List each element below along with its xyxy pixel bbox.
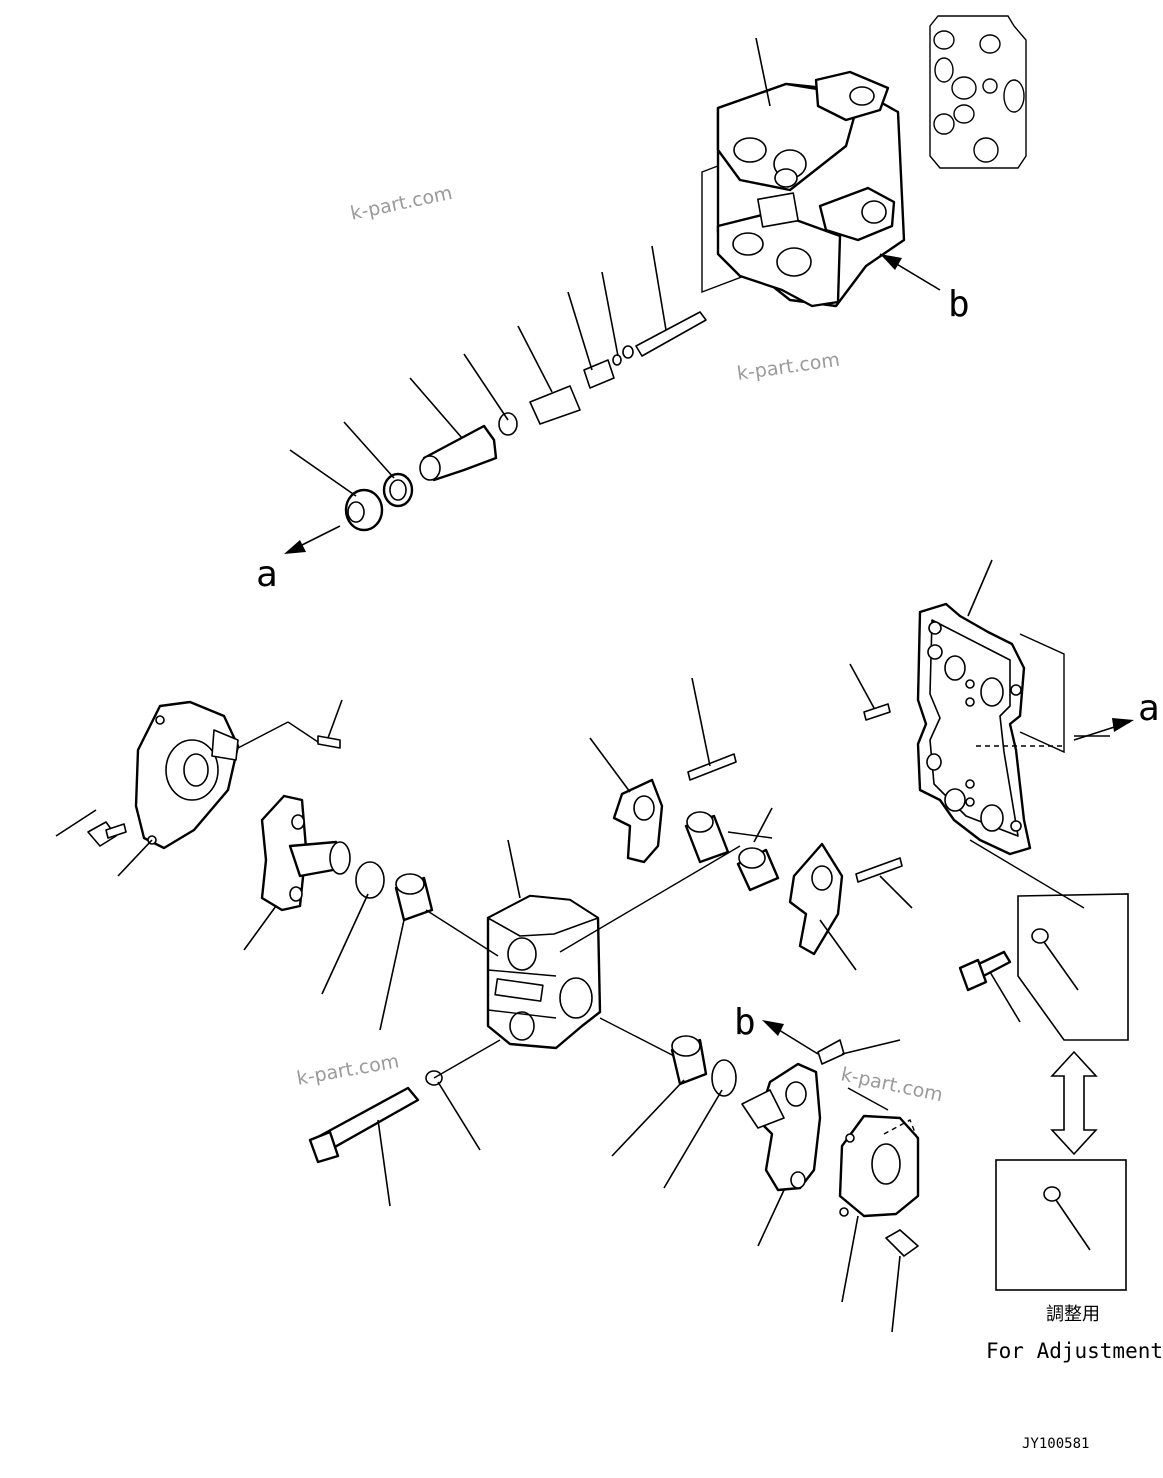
valve-face-view: [929, 15, 1027, 169]
double-arrow: [1050, 1050, 1098, 1156]
right-cover: [838, 1114, 920, 1257]
inset-caption-en: For Adjustment: [986, 1339, 1163, 1363]
arrow-b-bottom: [762, 1020, 819, 1055]
watermark-4: k-part.com: [839, 1063, 945, 1106]
gasket-plate: [916, 602, 1065, 856]
arrow-a-right: [1073, 718, 1134, 741]
detail-inset-upper: [1017, 893, 1129, 1041]
watermark-2: k-part.com: [736, 349, 842, 385]
adjust-bolt: [958, 950, 1012, 992]
construction-lines: [237, 721, 1110, 1141]
bushings: [355, 811, 780, 1097]
detail-inset-lower: [995, 1159, 1127, 1291]
valve-body: [701, 70, 906, 308]
inset-caption-jp: 調整用: [1046, 1304, 1100, 1325]
leaders-bottom: [55, 559, 1021, 1333]
arrow-a-top: [284, 525, 341, 554]
lever-block-right: [741, 1062, 822, 1192]
arrow-b-top: [879, 253, 941, 291]
leaders-top: [289, 37, 771, 497]
lever-left: [612, 778, 844, 956]
watermark-1: k-part.com: [348, 182, 454, 225]
label-a-top: a: [256, 554, 278, 595]
watermark-3: k-part.com: [295, 1050, 401, 1090]
label-b-bottom: b: [734, 1002, 756, 1043]
drawing-code: JY100581: [1022, 1436, 1089, 1452]
label-a-right: a: [1138, 688, 1160, 729]
spool-assembly: [344, 311, 707, 532]
pins: [317, 703, 903, 1065]
long-bolt: [308, 1070, 443, 1164]
label-b-top: b: [948, 284, 970, 325]
left-cover: [87, 700, 240, 850]
lever-block-left: [260, 794, 351, 912]
center-housing: [486, 894, 602, 1050]
